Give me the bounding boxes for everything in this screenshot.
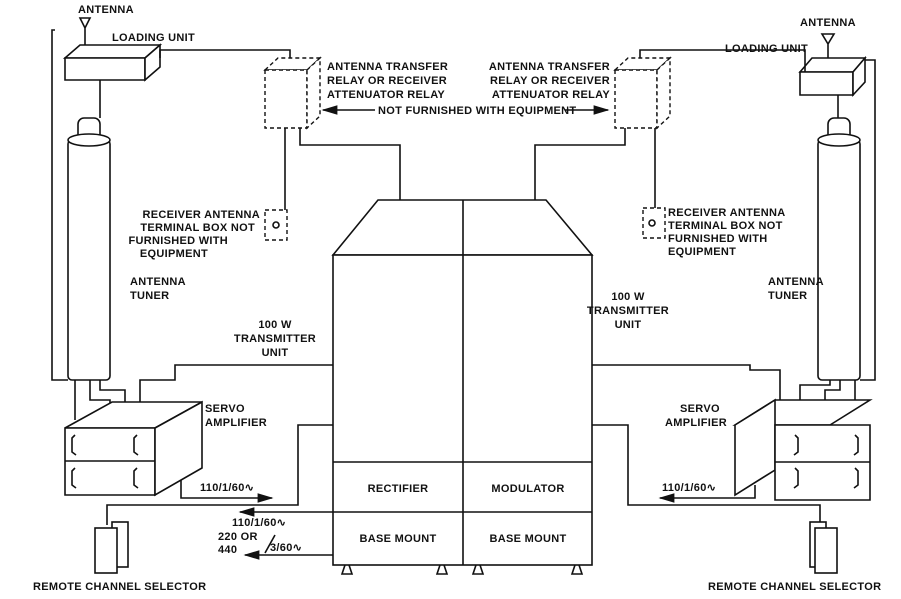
relay-right: [613, 56, 672, 130]
remote-channel-selector-right: [809, 521, 838, 574]
antenna-tuner-left: [67, 117, 111, 381]
remote-left-label: REMOTE CHANNEL SELECTOR: [33, 581, 206, 593]
loading-unit-left: [62, 43, 163, 82]
modulator-label: MODULATOR: [491, 483, 564, 495]
power-main-b-label: 440: [218, 544, 237, 556]
rectifier-label: RECTIFIER: [368, 483, 429, 495]
relay-left: [263, 56, 322, 130]
power-main-c-label: 3/60∿: [270, 542, 302, 554]
antenna-tuner-right: [817, 117, 861, 381]
antenna-right-label: ANTENNA: [800, 17, 856, 29]
power-main-a-label: 220 OR: [218, 531, 258, 543]
remote-right-label: REMOTE CHANNEL SELECTOR: [708, 581, 881, 593]
loading-unit-left-label: LOADING UNIT: [112, 32, 195, 44]
power-selector-left-label: 110/1/60∿: [232, 517, 286, 529]
antenna-left-icon: [78, 17, 92, 48]
antenna-left-label: ANTENNA: [78, 4, 134, 16]
terminal-box-right: [642, 207, 666, 239]
servo-amplifier-right: [732, 398, 873, 501]
transmitter-cabinet: [331, 199, 594, 575]
power-servo-left-label: 110/1/60∿: [200, 482, 254, 494]
base-mount-right-label: BASE MOUNT: [490, 533, 567, 545]
loading-unit-right-label: LOADING UNIT: [725, 43, 808, 55]
not-furnished-label: NOT FURNISHED WITH EQUIPMENT: [378, 105, 576, 117]
antenna-right-icon: [820, 33, 836, 58]
servo-amplifier-left: [64, 400, 203, 497]
power-servo-right-label: 110/1/60∿: [662, 482, 716, 494]
loading-unit-right: [798, 55, 867, 98]
remote-channel-selector-left: [94, 521, 129, 574]
base-mount-left-label: BASE MOUNT: [360, 533, 437, 545]
terminal-box-left: [264, 209, 288, 241]
